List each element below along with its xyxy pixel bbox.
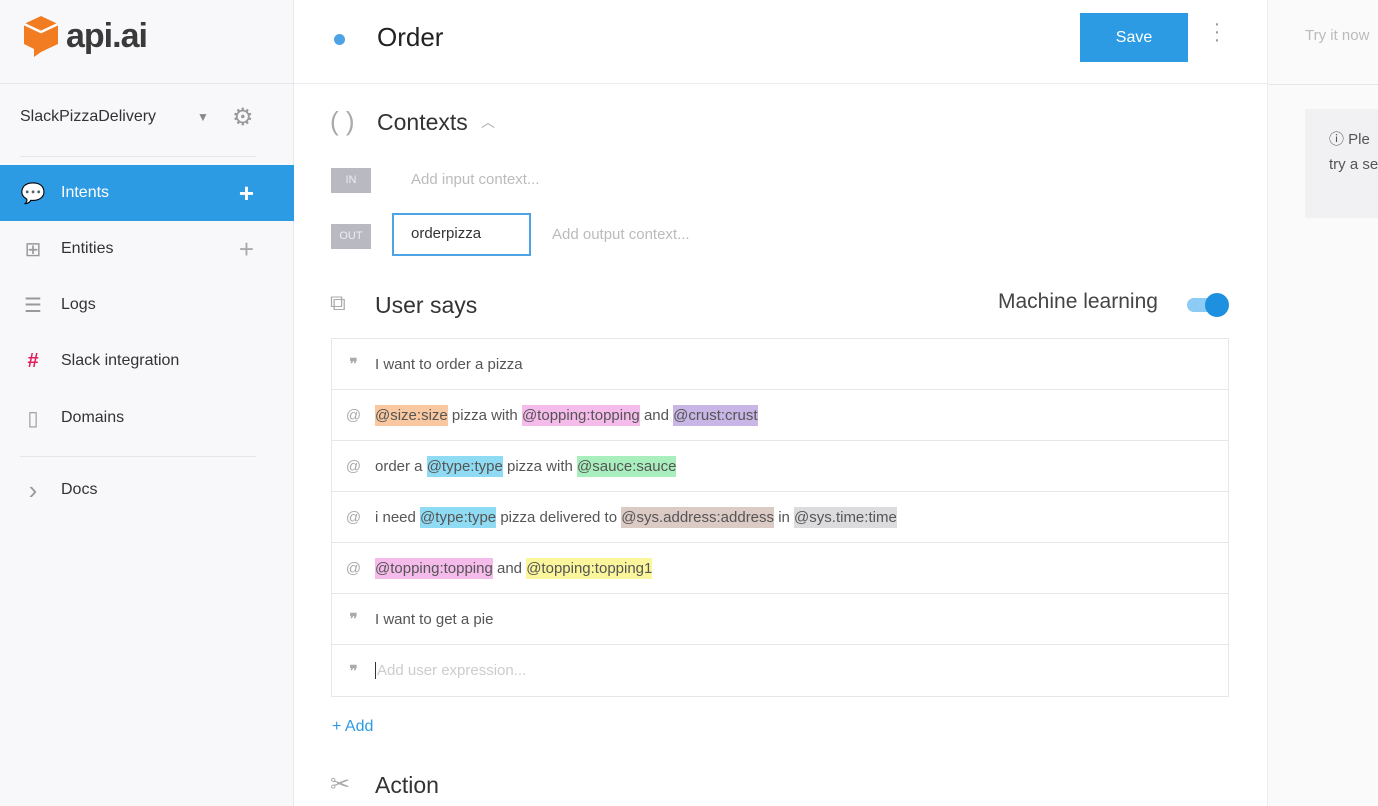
user-says-list: ❞ I want to order a pizza @ @size:size pizz… xyxy=(331,338,1229,697)
more-options-icon[interactable]: ··· xyxy=(1213,13,1221,51)
quote-icon[interactable]: ❞ xyxy=(349,356,358,373)
expression-text[interactable]: @topping:topping and @topping:topping1 xyxy=(375,557,653,579)
info-box: ⓘ Ple try a se xyxy=(1305,109,1378,218)
entity-annotation[interactable]: @size:size xyxy=(375,404,448,426)
plain-text: in xyxy=(774,508,795,526)
new-expression-row[interactable]: ❞ Add user expression... xyxy=(332,645,1228,696)
entity-annotation[interactable]: @type:type xyxy=(420,506,497,528)
quote-icon[interactable]: ❞ xyxy=(349,611,358,628)
entity-annotation[interactable]: @topping:topping xyxy=(521,404,640,426)
book-icon: ▯ xyxy=(27,407,39,430)
user-says-row[interactable]: @ order a @type:type pizza with @sauce:sa… xyxy=(332,441,1228,492)
template-at-icon[interactable]: @ xyxy=(345,508,362,526)
sidebar-item-logs[interactable]: ☰ Logs xyxy=(0,277,294,333)
plain-text: pizza delivered to xyxy=(496,508,622,526)
action-title: Action xyxy=(375,772,439,798)
info-text-2: try a se xyxy=(1329,156,1378,173)
entity-annotation[interactable]: @sauce:sauce xyxy=(577,455,677,477)
nav-label: Logs xyxy=(61,296,96,313)
intent-title[interactable]: Order xyxy=(377,22,444,52)
contexts-icon: ( ) xyxy=(330,106,355,136)
logo[interactable]: api.ai xyxy=(22,14,148,58)
in-tag: IN xyxy=(331,168,371,193)
plain-text: I want to get a pie xyxy=(375,610,494,628)
sidebar-item-entities[interactable]: ⊞ Entities + xyxy=(0,221,294,277)
sidebar-item-intents[interactable]: 💬 Intents + xyxy=(0,165,294,221)
machine-learning-label: Machine learning xyxy=(998,290,1158,313)
user-says-icon: ⧉ xyxy=(330,290,346,315)
out-tag: OUT xyxy=(331,224,371,249)
output-context-chip[interactable]: orderpizza xyxy=(392,213,531,256)
nav-label: Slack integration xyxy=(61,352,180,369)
expression-text[interactable]: order a @type:type pizza with @sauce:sau… xyxy=(375,455,677,477)
entity-annotation[interactable]: @type:type xyxy=(426,455,503,477)
user-says-row[interactable]: @ @topping:topping and @topping:topping1 xyxy=(332,543,1228,594)
chat-bubble-icon: 💬 xyxy=(20,182,46,205)
plain-text: pizza with xyxy=(502,457,578,475)
gear-icon[interactable]: ⚙ xyxy=(232,104,254,131)
nav-label: Intents xyxy=(61,184,110,201)
nav-label: Entities xyxy=(61,240,114,257)
plain-text: pizza with xyxy=(447,406,522,424)
nav-label: Docs xyxy=(61,481,98,498)
sitemap-icon: ⊞ xyxy=(24,238,42,261)
plain-text: and xyxy=(492,559,527,577)
template-at-icon[interactable]: @ xyxy=(345,559,362,577)
add-expression-input[interactable]: Add user expression... xyxy=(375,662,527,679)
user-says-row[interactable]: @ @size:size pizza with @topping:topping … xyxy=(332,390,1228,441)
entity-annotation[interactable]: @sys.address:address xyxy=(621,506,775,528)
chevron-right-icon: › xyxy=(28,474,38,505)
entity-annotation[interactable]: @topping:topping xyxy=(375,557,493,579)
add-intent-button[interactable]: + xyxy=(238,177,254,208)
add-entity-button[interactable]: + xyxy=(238,233,254,264)
list-icon: ☰ xyxy=(24,294,42,317)
caret-down-icon[interactable]: ▼ xyxy=(197,110,209,124)
user-says-row[interactable]: @ i need @type:type pizza delivered to @s… xyxy=(332,492,1228,543)
entity-annotation[interactable]: @topping:topping1 xyxy=(526,557,653,579)
plain-text: i need xyxy=(375,508,421,526)
entity-annotation[interactable]: @crust:crust xyxy=(673,404,758,426)
sidebar-item-slack-integration[interactable]: # Slack integration xyxy=(0,333,294,389)
expression-text[interactable]: I want to order a pizza xyxy=(375,356,523,373)
header: Order Save ··· xyxy=(294,0,1267,84)
machine-learning-toggle[interactable] xyxy=(1187,293,1229,317)
info-icon: ⓘ xyxy=(1329,131,1349,148)
info-text-1: Ple xyxy=(1348,131,1370,148)
plain-text: and xyxy=(639,406,674,424)
quote-icon: ❞ xyxy=(349,662,358,680)
user-says-row[interactable]: ❞ I want to order a pizza xyxy=(332,339,1228,390)
output-context-field[interactable]: Add output context... xyxy=(552,226,690,243)
action-icon: ✂ xyxy=(330,771,351,798)
expression-text[interactable]: I want to get a pie xyxy=(375,611,493,628)
sidebar: api.ai SlackPizzaDelivery ▼ ⚙ 💬Intents+ … xyxy=(0,0,294,806)
try-it-input[interactable]: Try it now xyxy=(1305,27,1370,44)
expression-text[interactable]: @size:size pizza with @topping:topping a… xyxy=(375,404,758,426)
nav-label: Domains xyxy=(61,409,125,426)
add-expression-link[interactable]: + Add xyxy=(332,718,374,735)
api-ai-logo-icon xyxy=(23,16,59,57)
intent-editor: Order Save ··· ( ) Contexts ︿ IN Add inp… xyxy=(294,0,1267,806)
input-context-field[interactable]: Add input context... xyxy=(411,171,540,188)
sidebar-item-docs[interactable]: › Docs xyxy=(0,462,294,518)
agent-selector[interactable]: SlackPizzaDelivery xyxy=(20,108,157,125)
plain-text: I want to order a pizza xyxy=(375,355,523,373)
template-at-icon[interactable]: @ xyxy=(345,457,362,475)
save-button[interactable]: Save xyxy=(1080,13,1188,62)
sidebar-item-domains[interactable]: ▯ Domains xyxy=(0,390,294,446)
slack-icon: # xyxy=(27,349,39,372)
chevron-up-icon[interactable]: ︿ xyxy=(481,114,495,130)
logo-text: api.ai xyxy=(66,16,148,55)
user-says-title: User says xyxy=(375,292,478,318)
try-it-panel: Try it now ⓘ Ple try a se xyxy=(1267,0,1378,806)
user-says-row[interactable]: ❞ I want to get a pie xyxy=(332,594,1228,645)
status-dot xyxy=(334,34,345,45)
template-at-icon[interactable]: @ xyxy=(345,406,362,424)
entity-annotation[interactable]: @sys.time:time xyxy=(794,506,897,528)
expression-text[interactable]: i need @type:type pizza delivered to @sy… xyxy=(375,506,897,528)
contexts-title[interactable]: Contexts xyxy=(377,109,468,135)
plain-text: order a xyxy=(375,457,427,475)
